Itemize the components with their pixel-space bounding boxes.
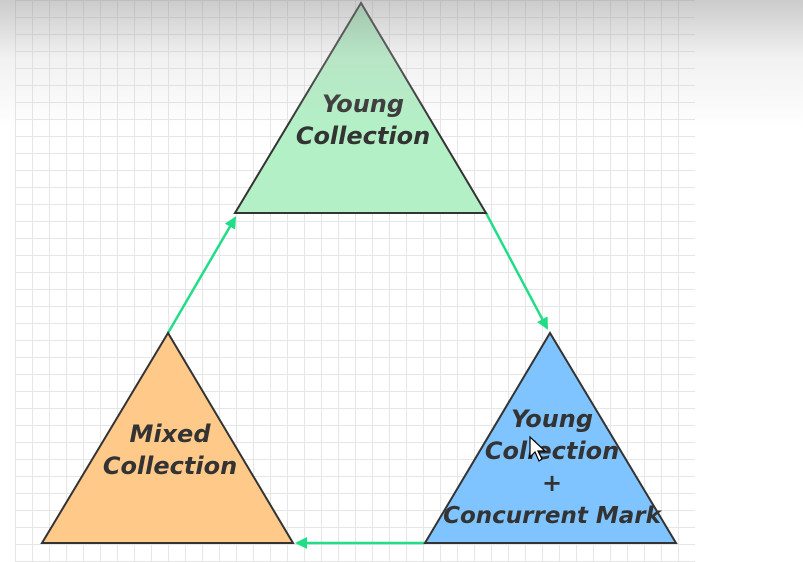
- mouse-cursor-icon: [529, 435, 547, 462]
- node-young-concurrent-mark: Young Collection + Concurrent Mark: [423, 331, 678, 544]
- arrow-young-to-concurrent: [484, 212, 549, 330]
- triangle-mixed-collection: [40, 331, 295, 544]
- concurrent-label-line-1: Young: [511, 405, 593, 433]
- node-mixed-collection: Mixed Collection: [40, 331, 295, 544]
- triangle-young-concurrent-mark: [423, 331, 678, 544]
- node-young-collection: Young Collection: [233, 1, 488, 214]
- concurrent-label-line-2: Collection: [485, 437, 619, 465]
- young-label-line-1: Young: [322, 90, 404, 118]
- triangle-young-collection: [233, 1, 488, 214]
- mixed-label-line-2: Collection: [103, 452, 237, 480]
- concurrent-label-line-4: Concurrent Mark: [443, 503, 662, 529]
- young-label-line-2: Collection: [296, 122, 430, 150]
- right-margin: [695, 0, 803, 562]
- concurrent-label-line-3: +: [542, 469, 562, 497]
- arrow-mixed-to-young: [166, 216, 237, 334]
- mixed-label-line-1: Mixed: [129, 420, 211, 448]
